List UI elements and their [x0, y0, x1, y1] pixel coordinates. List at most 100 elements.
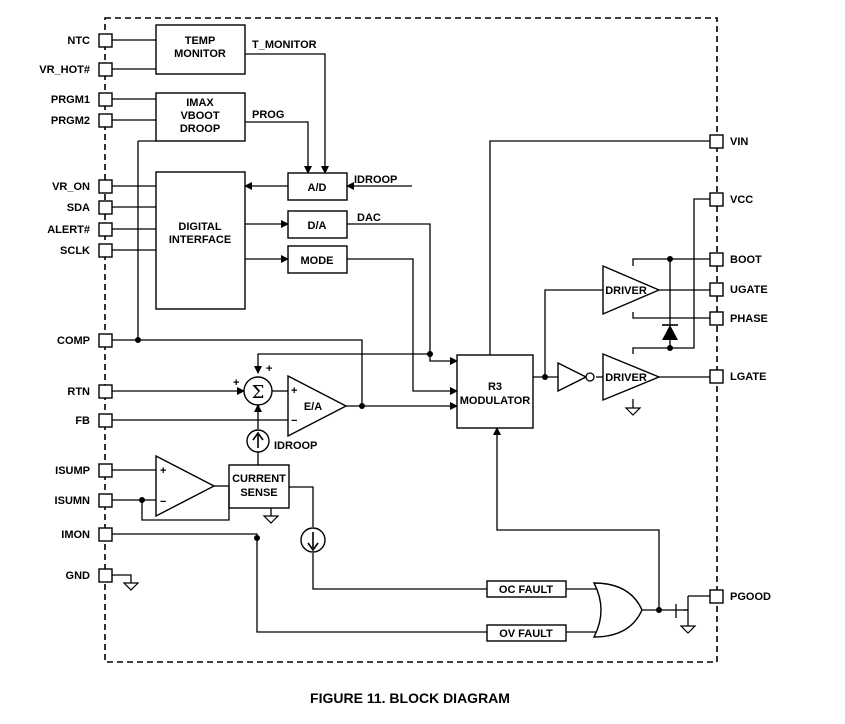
idroop-input-label: IDROOP: [354, 174, 397, 186]
temp-monitor-label-1: TEMP: [185, 35, 216, 47]
dac-signal-label: DAC: [357, 212, 381, 224]
or-gate: [592, 582, 643, 638]
left-pins: NTC VR_HOT# PRGM1 PRGM2 VR_ON SDA ALERT#…: [39, 33, 113, 583]
ground-icon-low-driver: [624, 407, 642, 416]
pin-label-lgate: LGATE: [730, 371, 766, 383]
ea-plus: +: [291, 385, 297, 397]
oc-fault-label: OC FAULT: [499, 584, 553, 596]
pin-label-ugate: UGATE: [730, 284, 768, 296]
pin-label-isumn: ISUMN: [55, 495, 91, 507]
pin-label-prgm1: PRGM1: [51, 94, 90, 106]
driver-low: [602, 352, 661, 402]
bootstrap-diode: [662, 325, 678, 340]
imax-block: [155, 92, 246, 142]
prog-signal-label: PROG: [252, 109, 284, 121]
r3-modulator-label-1: R3: [488, 381, 502, 393]
junction-mod-out: [542, 374, 548, 380]
pin-ntc: [98, 33, 113, 48]
digital-interface-label-1: DIGITAL: [178, 221, 221, 233]
pin-label-phase: PHASE: [730, 313, 768, 325]
ground-icon-current-sense: [262, 515, 280, 524]
pin-pgood: [709, 589, 724, 604]
junction-vcc: [667, 345, 673, 351]
digital-interface-label-2: INTERFACE: [169, 234, 231, 246]
summer-plus-top: +: [266, 363, 272, 375]
figure-caption: FIGURE 11. BLOCK DIAGRAM: [310, 690, 510, 706]
pin-ugate: [709, 282, 724, 297]
mode-label: MODE: [301, 255, 334, 267]
junction-dots: [135, 256, 673, 613]
pin-label-alert: ALERT#: [47, 224, 90, 236]
pin-prgm1: [98, 92, 113, 107]
inverter-bubble: [585, 372, 595, 382]
pin-fb: [98, 413, 113, 428]
junction-dac: [427, 351, 433, 357]
wiring: [112, 39, 710, 633]
driver-high: [602, 264, 661, 316]
current-sense-label-2: SENSE: [240, 487, 277, 499]
driver-high-label: DRIVER: [605, 285, 647, 297]
summer-symbol: Σ: [252, 382, 265, 403]
ea-label: E/A: [304, 401, 322, 413]
pin-vr-hot: [98, 62, 113, 77]
pin-label-vr-hot: VR_HOT#: [39, 64, 90, 76]
digital-interface-block: [155, 171, 246, 310]
ad-label: A/D: [308, 182, 327, 194]
pin-imon: [98, 527, 113, 542]
isum-amp-plus: +: [160, 465, 166, 477]
ov-fault-block: [486, 624, 567, 642]
right-pins: VIN VCC BOOT UGATE PHASE LGATE PGOOD: [709, 134, 771, 604]
pin-label-boot: BOOT: [730, 254, 762, 266]
junction-ea-out: [359, 403, 365, 409]
pin-label-comp: COMP: [57, 335, 90, 347]
temp-monitor-label-2: MONITOR: [174, 48, 226, 60]
driver-low-label: DRIVER: [605, 372, 647, 384]
da-label: D/A: [308, 220, 327, 232]
pin-vcc: [709, 192, 724, 207]
pin-sclk: [98, 243, 113, 258]
pin-label-vcc: VCC: [730, 194, 753, 206]
pin-boot: [709, 252, 724, 267]
oc-arrow-icon: [307, 532, 319, 552]
pin-label-isump: ISUMP: [55, 465, 90, 477]
summer-circle: [243, 376, 273, 406]
pin-prgm2: [98, 113, 113, 128]
isum-amp-minus: −: [160, 496, 166, 508]
pin-rtn: [98, 384, 113, 399]
junction-isumn: [139, 497, 145, 503]
summer-plus-left: +: [233, 377, 239, 389]
imax-label-3: DROOP: [180, 123, 220, 135]
idroop-source-label: IDROOP: [274, 440, 317, 452]
r3-modulator-label-2: MODULATOR: [460, 395, 531, 407]
isum-amplifier: [155, 454, 216, 518]
junction-pgood: [656, 607, 662, 613]
pin-vin: [709, 134, 724, 149]
ground-icon-pgood: [679, 625, 697, 634]
pin-comp: [98, 333, 113, 348]
pin-isump: [98, 463, 113, 478]
pin-phase: [709, 311, 724, 326]
pin-sda: [98, 200, 113, 215]
imax-label-2: VBOOT: [180, 110, 219, 122]
junction-imon: [254, 535, 260, 541]
ov-fault-label: OV FAULT: [499, 628, 553, 640]
current-sense-label-1: CURRENT: [232, 473, 286, 485]
t-monitor-signal-label: T_MONITOR: [252, 39, 317, 51]
pin-label-fb: FB: [75, 415, 90, 427]
pin-label-sclk: SCLK: [60, 245, 90, 257]
ea-amplifier: [287, 374, 348, 438]
pin-lgate: [709, 369, 724, 384]
pin-label-vin: VIN: [730, 136, 748, 148]
pin-vr-on: [98, 179, 113, 194]
inverter: [557, 361, 588, 393]
pin-label-rtn: RTN: [67, 386, 90, 398]
pin-label-sda: SDA: [67, 202, 90, 214]
pin-label-pgood: PGOOD: [730, 591, 771, 603]
pin-label-gnd: GND: [66, 570, 91, 582]
pin-gnd: [98, 568, 113, 583]
pin-label-imon: IMON: [61, 529, 90, 541]
pin-alert: [98, 222, 113, 237]
pin-label-vr-on: VR_ON: [52, 181, 90, 193]
junction-boot: [667, 256, 673, 262]
